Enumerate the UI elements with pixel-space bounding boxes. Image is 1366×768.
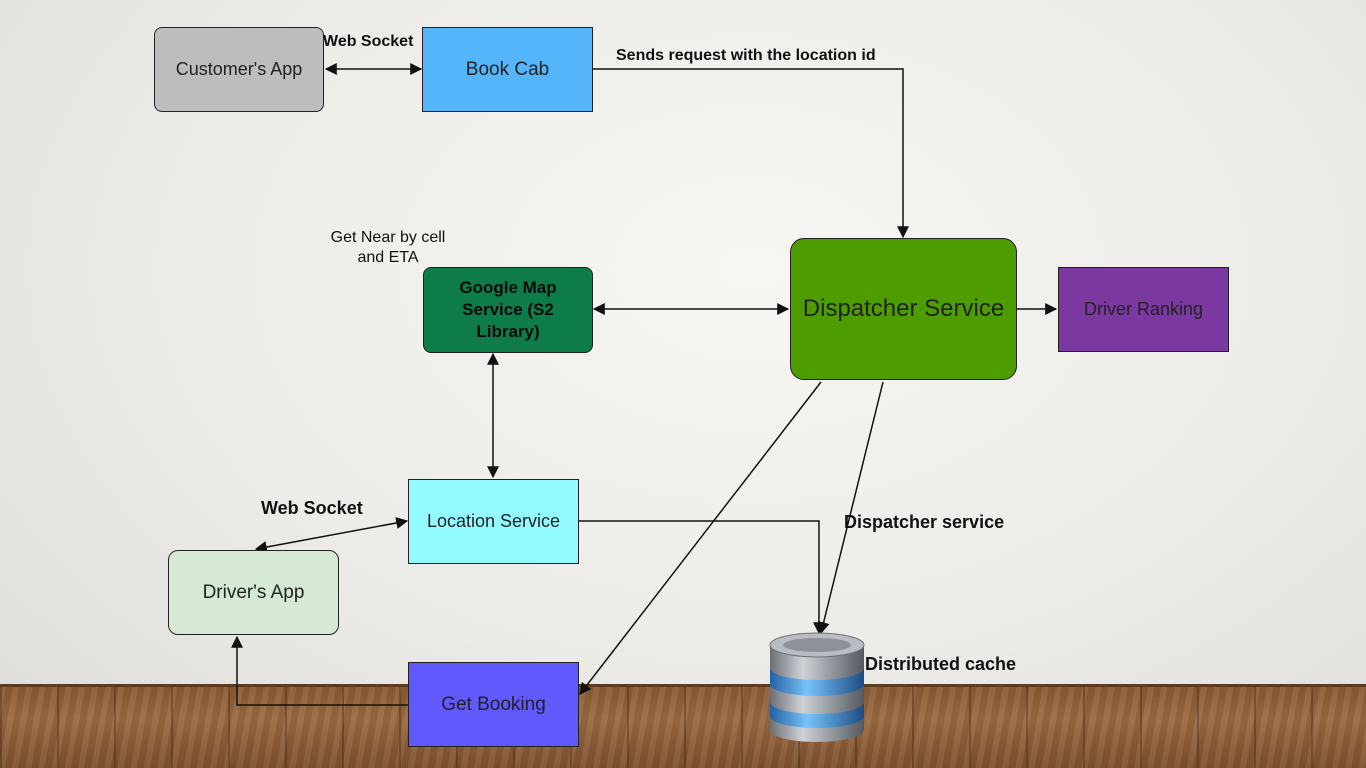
edge-location-driversapp	[254, 517, 409, 553]
edge-bookcab-dispatcher	[593, 68, 909, 239]
google-map-service-node[interactable]: Google Map Service (S2 Library)	[423, 267, 593, 353]
get-booking-node[interactable]: Get Booking	[408, 662, 579, 747]
get-near-by-cell-label: Get Near by cell and ETA	[330, 229, 446, 266]
sends-request-label: Sends request with the location id	[616, 47, 876, 64]
edge-dispatcher-getbooking	[579, 381, 822, 695]
wooden-floor	[0, 686, 1366, 768]
driver-web-socket-label: Web Socket	[261, 498, 363, 518]
edge-location-cache	[579, 520, 825, 635]
driver-ranking-node[interactable]: Driver Ranking	[1058, 267, 1229, 352]
dispatcher-service-node[interactable]: Dispatcher Service	[790, 238, 1017, 380]
floor-edge	[0, 684, 1366, 687]
drivers-app-node[interactable]: Driver's App	[168, 550, 339, 635]
edge-getbooking-driversapp	[231, 635, 408, 706]
distributed-cache-label: Distributed cache	[865, 654, 1017, 674]
book-cab-node[interactable]: Book Cab	[422, 27, 593, 112]
database-icon	[769, 632, 865, 742]
customer-web-socket-label: Web Socket	[323, 33, 414, 50]
location-service-node[interactable]: Location Service	[408, 479, 579, 564]
customers-app-node[interactable]: Customer's App	[154, 27, 324, 112]
edge-dispatcher-cache	[817, 381, 884, 635]
dispatcher-service-edge-label: Dispatcher service	[844, 512, 1005, 532]
